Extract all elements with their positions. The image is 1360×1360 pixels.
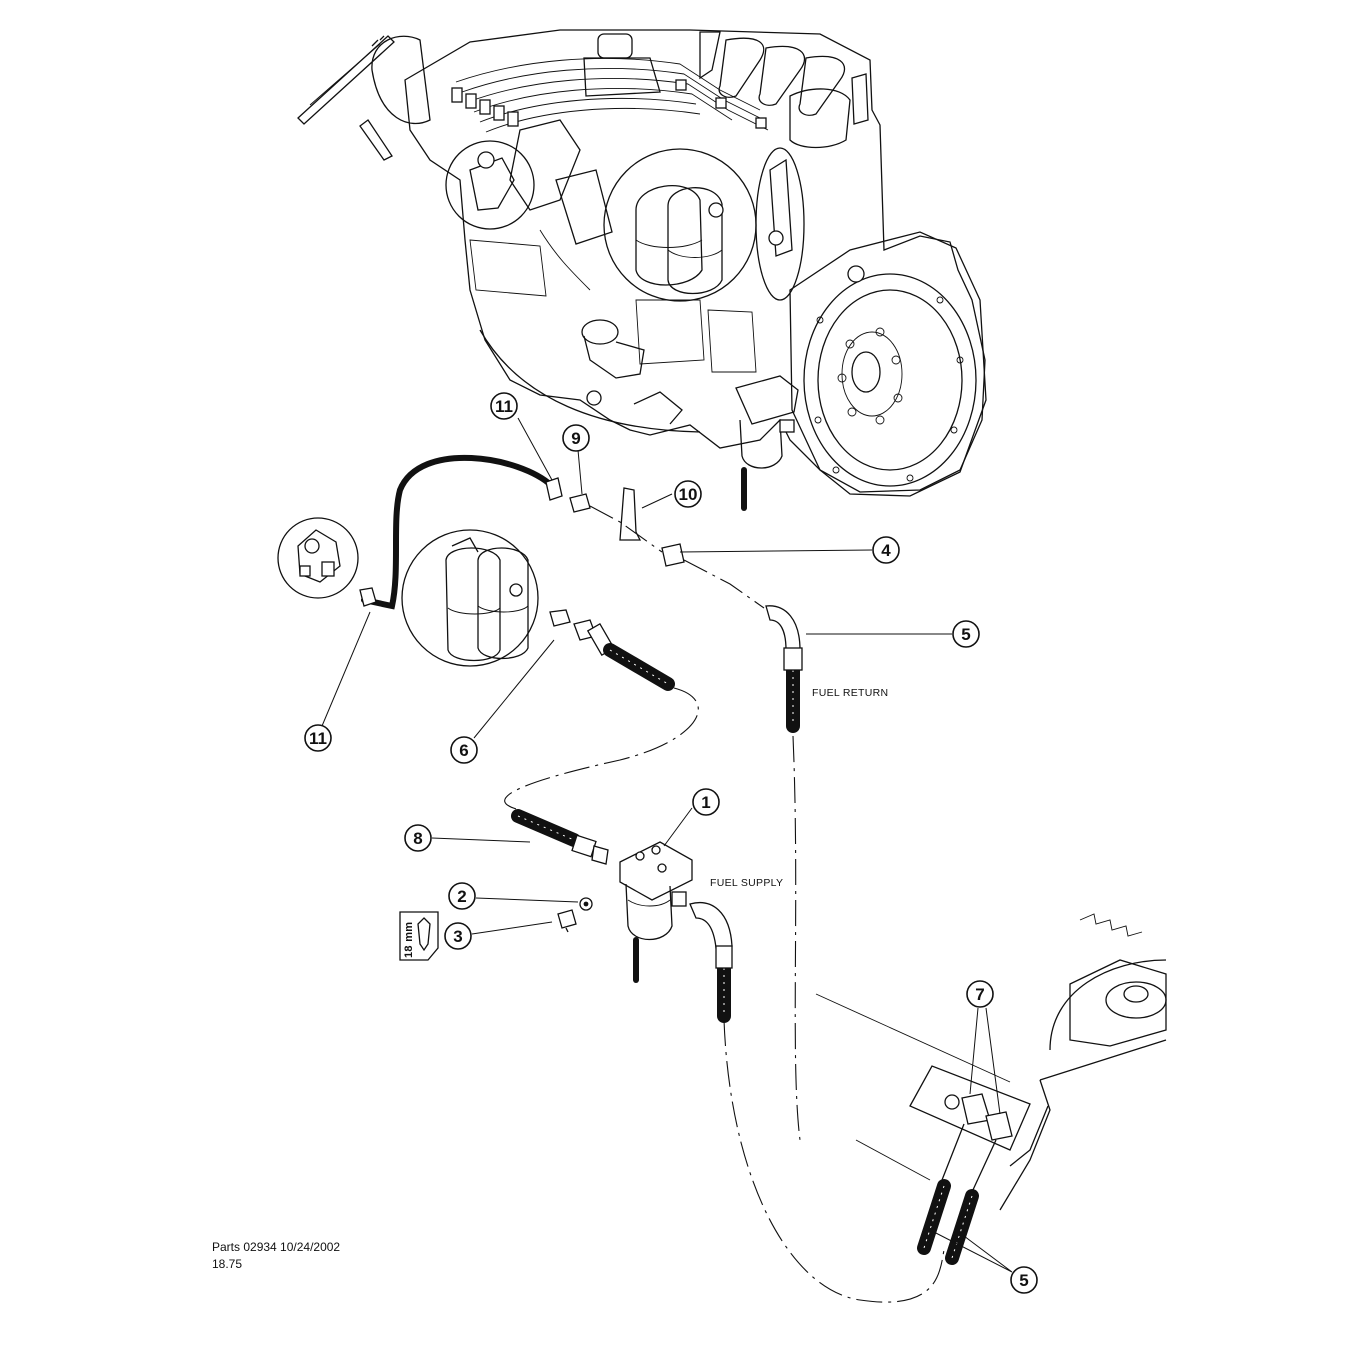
tool-size-badge [399,911,439,961]
document-reference: Parts 02934 10/24/2002 [212,1240,341,1254]
fuel-return-hose-top [359,454,803,1141]
callout-6: 6 [450,736,478,764]
svg-text:5: 5 [961,625,970,644]
callout-5-top: 5 [952,620,980,648]
callout-7: 7 [966,980,994,1008]
leader-lines [321,417,1013,1273]
fuel-supply-label: FUEL SUPPLY [710,877,783,889]
pump-detail-inset [277,517,359,599]
callout-2: 2 [448,882,476,910]
callout-3: 3 [444,922,472,950]
svg-text:10: 10 [679,485,698,504]
svg-text:9: 9 [571,429,580,448]
page-reference: 18.75 [212,1257,243,1271]
fuel-return-label: FUEL RETURN [812,687,888,699]
callout-balloons: 11 9 10 4 5 11 6 1 8 2 3 7 5 [304,392,1038,1294]
supply-hose-upper [504,609,699,811]
svg-text:11: 11 [495,397,513,416]
callout-1: 1 [692,788,720,816]
fuel-tank-illustration [815,913,1167,1265]
svg-text:1: 1 [701,793,710,812]
svg-text:7: 7 [975,985,984,1004]
tool-size-label: 18 mm [403,922,415,958]
engine-illustration [297,29,987,511]
callout-10: 10 [674,480,702,508]
svg-text:11: 11 [309,729,327,748]
svg-text:2: 2 [457,887,466,906]
svg-text:4: 4 [881,541,891,560]
callout-4: 4 [872,536,900,564]
primary-filter-assembly [557,841,945,1303]
svg-text:8: 8 [413,829,422,848]
callout-8: 8 [404,824,432,852]
supply-hose-lower [511,809,609,865]
callout-11-bottom: 11 [304,724,332,752]
callout-5-bottom: 5 [1010,1266,1038,1294]
svg-text:3: 3 [453,927,462,946]
callout-9: 9 [562,424,590,452]
svg-text:5: 5 [1019,1271,1028,1290]
svg-text:6: 6 [459,741,468,760]
callout-11-top: 11 [490,392,518,420]
secondary-filter-inset [401,529,539,667]
